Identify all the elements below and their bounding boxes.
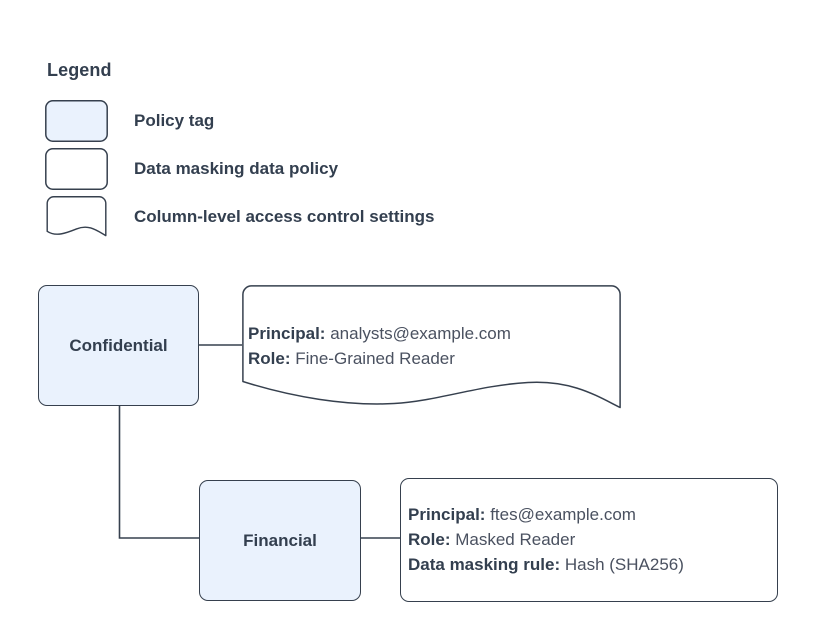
document-shape-wavy-outline: [242, 285, 621, 409]
edge-confidential-to-financial: [118, 406, 199, 539]
callout-line-key: Role:: [408, 530, 451, 549]
policy-tag-node-confidential[interactable]: Confidential: [38, 285, 199, 406]
policy-tag-node-financial-label: Financial: [243, 530, 317, 550]
access-control-callout-confidential[interactable]: Principal: analysts@example.com Role: Fi…: [242, 285, 621, 409]
callout-line-value: analysts@example.com: [330, 324, 511, 343]
column-level-access-swatch-icon: [46, 196, 107, 237]
callout-line-value: ftes@example.com: [490, 505, 636, 524]
legend-label-policy-tag: Policy tag: [134, 111, 215, 130]
callout-line-value: Hash (SHA256): [564, 555, 684, 574]
legend-label-data-masking-policy: Data masking data policy: [134, 159, 339, 178]
legend-title: Legend: [47, 60, 112, 80]
data-masking-policy-swatch-icon: [45, 148, 108, 190]
callout-line: Role: Masked Reader: [408, 527, 684, 552]
callout-line-key: Role:: [248, 349, 291, 368]
access-control-callout-confidential-text: Principal: analysts@example.com Role: Fi…: [248, 321, 511, 371]
callout-line-key: Data masking rule:: [408, 555, 561, 574]
callout-line-value: Masked Reader: [455, 530, 576, 549]
callout-line-value: Fine-Grained Reader: [295, 349, 455, 368]
legend-label-column-level-access: Column-level access control settings: [134, 207, 435, 226]
callout-line: Principal: analysts@example.com: [248, 321, 511, 346]
callout-line-key: Principal:: [408, 505, 486, 524]
policy-tag-node-confidential-label: Confidential: [69, 335, 168, 355]
callout-line: Role: Fine-Grained Reader: [248, 346, 511, 371]
data-masking-callout-financial[interactable]: Principal: ftes@example.com Role: Masked…: [400, 478, 778, 602]
callout-line: Principal: ftes@example.com: [408, 502, 684, 527]
callout-line: Data masking rule: Hash (SHA256): [408, 552, 684, 577]
callout-line-key: Principal:: [248, 324, 326, 343]
data-masking-callout-financial-text: Principal: ftes@example.com Role: Masked…: [408, 502, 684, 577]
policy-tag-node-financial[interactable]: Financial: [199, 480, 361, 601]
policy-tag-swatch-icon: [45, 100, 108, 142]
